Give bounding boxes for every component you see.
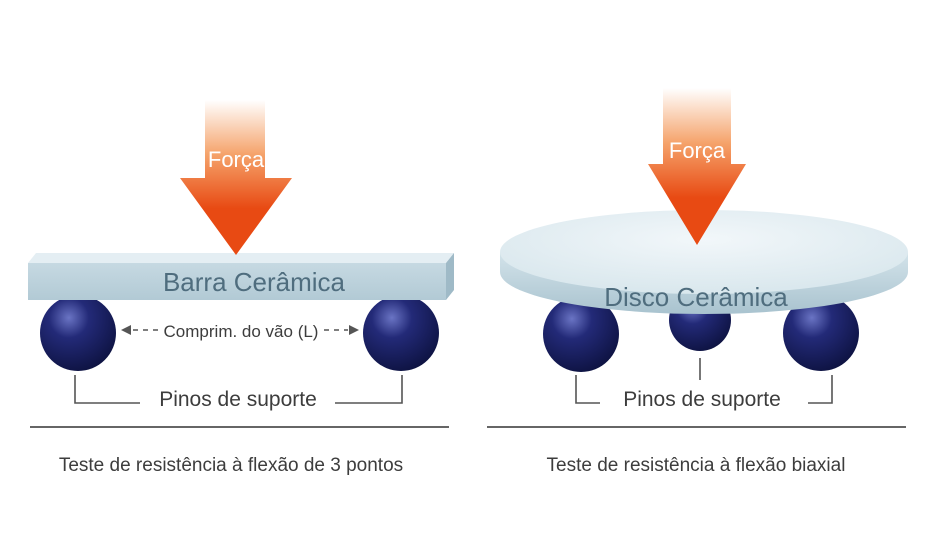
ceramic-bar-side-face — [446, 253, 454, 300]
force-label-right: Força — [669, 138, 726, 163]
bracket-right-arm — [808, 375, 833, 404]
three-point-test: Barra Cerâmica Força Comprim. do vão (L)… — [28, 100, 454, 476]
ceramic-bar-front-face — [28, 263, 446, 300]
specimen-label-bar: Barra Cerâmica — [163, 267, 346, 297]
ceramic-disc-top — [500, 210, 908, 294]
span-label: Comprim. do vão (L) — [164, 322, 319, 341]
biaxial-test: Disco Cerâmica Força Pinos de suporte Te… — [487, 88, 908, 476]
bracket-right-arm — [335, 375, 403, 404]
support-pin-right — [363, 295, 439, 371]
ceramic-bar-top-face — [28, 253, 454, 263]
ceramic-bar: Barra Cerâmica — [28, 253, 454, 300]
supports-label-right: Pinos de suporte — [623, 388, 781, 411]
specimen-label-disc: Disco Cerâmica — [604, 282, 788, 312]
supports-label-left: Pinos de suporte — [159, 388, 317, 411]
bracket-left-arm — [74, 375, 140, 404]
supports-bracket-left: Pinos de suporte — [74, 375, 403, 411]
ceramic-disc: Disco Cerâmica — [500, 210, 908, 314]
down-arrow-icon — [180, 100, 292, 255]
support-pin-3 — [783, 295, 859, 371]
right-arrow-icon — [349, 325, 359, 335]
left-arrow-icon — [121, 325, 131, 335]
down-arrow-icon — [648, 88, 746, 245]
support-pin-left — [40, 295, 116, 371]
force-arrow-left: Força — [180, 100, 292, 255]
span-length-indicator: Comprim. do vão (L) — [121, 322, 359, 341]
force-arrow-right: Força — [648, 88, 746, 245]
support-pin-1 — [543, 296, 619, 372]
caption-left: Teste de resistência à flexão de 3 ponto… — [59, 455, 403, 476]
caption-right: Teste de resistência à flexão biaxial — [547, 455, 846, 476]
supports-bracket-right: Pinos de suporte — [575, 358, 833, 411]
bracket-left-arm — [575, 375, 600, 404]
force-label-left: Força — [208, 147, 265, 172]
